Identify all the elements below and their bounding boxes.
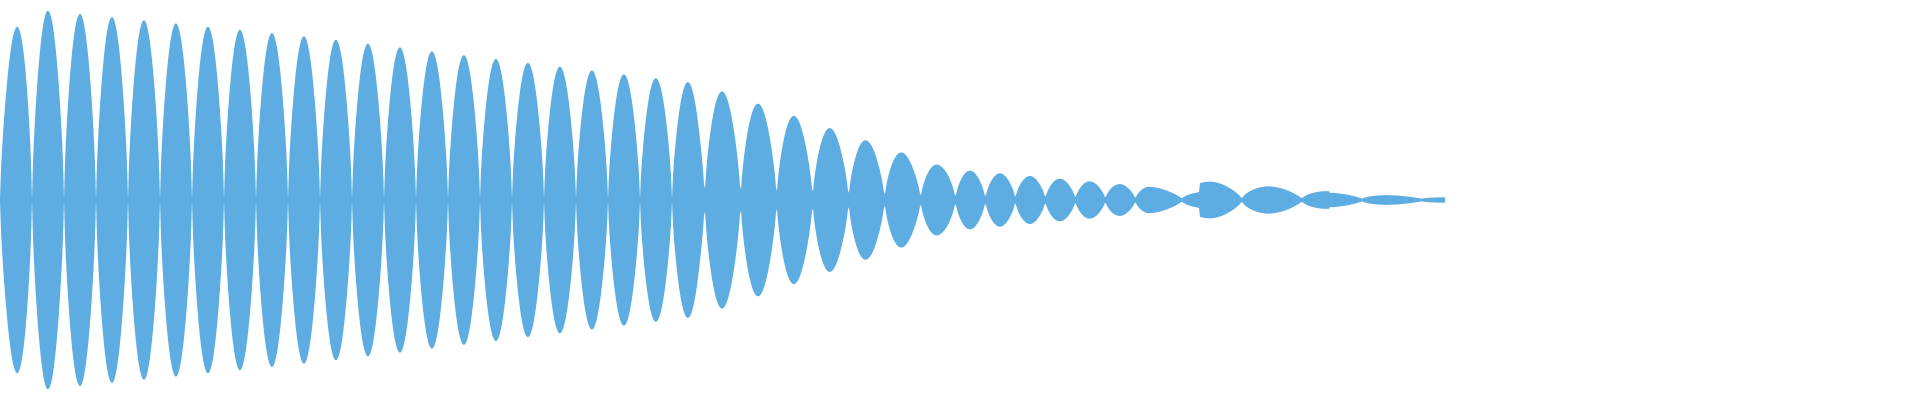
waveform-shape [0,10,1445,390]
